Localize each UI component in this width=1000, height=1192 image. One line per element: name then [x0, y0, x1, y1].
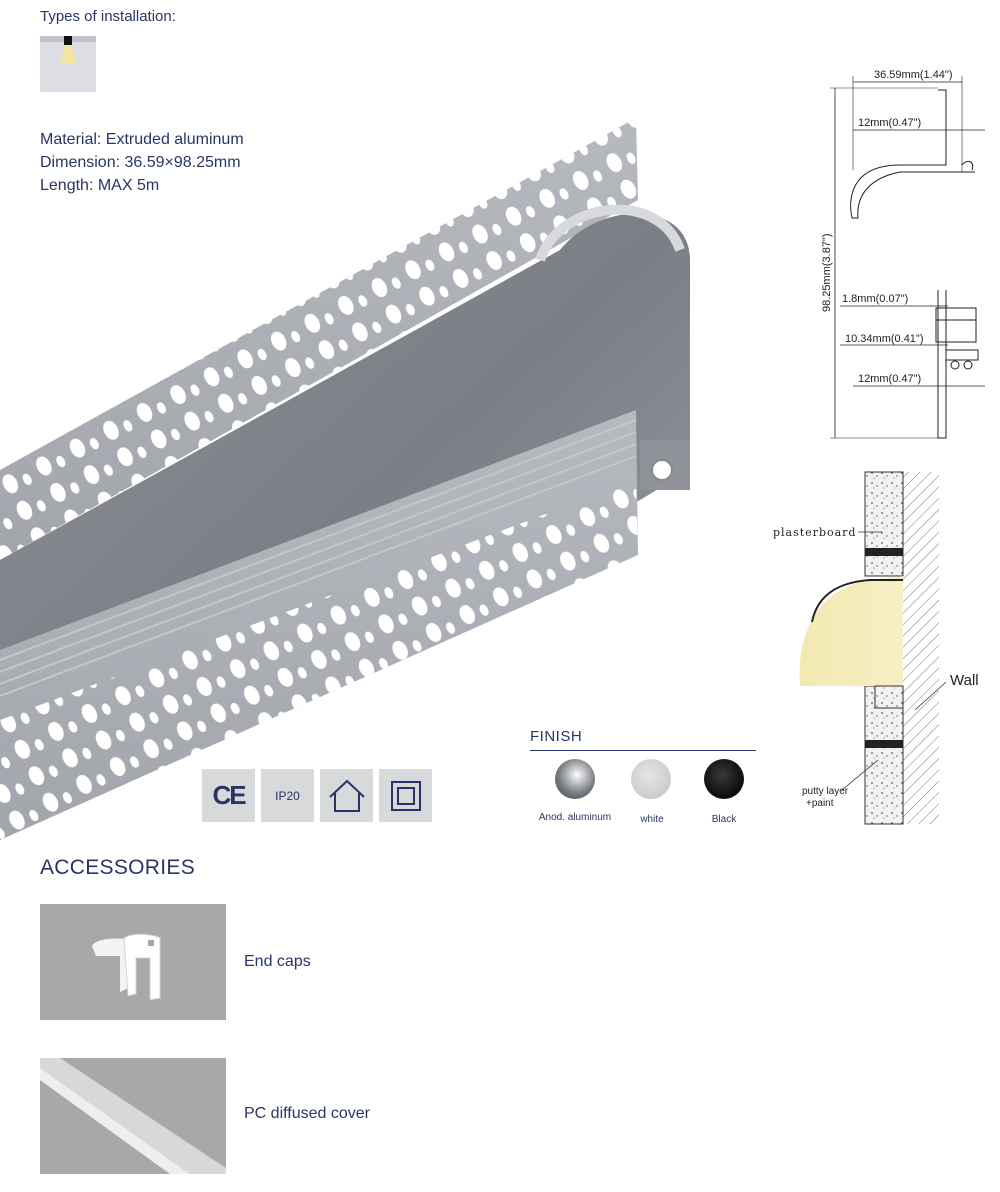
finish-label-anodized: Anod. aluminum — [538, 812, 612, 823]
dim-width-label: 36.59mm(1.44") — [874, 69, 953, 81]
installation-section-drawing: plasterboard Wall putty layer +paint — [773, 471, 979, 825]
finish-swatch-black — [704, 759, 744, 799]
finish-label-black: Black — [711, 814, 737, 825]
material-spec: Material: Extruded aluminum — [40, 131, 244, 148]
accessories-title: ACCESSORIES — [40, 856, 196, 879]
class-ii-square-icon — [379, 769, 432, 822]
ip20-icon: IP20 — [261, 769, 314, 822]
spec-list: Material: Extruded aluminum Dimension: 3… — [40, 128, 244, 197]
dim-bottom-flange-label: 12mm(0.47") — [858, 373, 921, 385]
ce-mark-icon: CE — [202, 769, 255, 822]
indoor-house-icon — [320, 769, 373, 822]
finish-label-white: white — [640, 814, 664, 825]
dimension-drawing: 36.59mm(1.44") 12mm(0.47") 1.8mm(0.07") … — [821, 69, 985, 439]
finish-title: FINISH — [530, 728, 583, 745]
diffused-cover-label: PC diffused cover — [244, 1105, 370, 1122]
length-spec: Length: MAX 5m — [40, 177, 160, 194]
finish-swatch-anodized — [555, 759, 595, 799]
profile-product-image — [0, 118, 690, 840]
dimension-spec: Dimension: 36.59×98.25mm — [40, 154, 241, 171]
installation-type-icon — [40, 36, 96, 92]
certification-row: CE IP20 — [202, 769, 432, 822]
dim-height-label: 98.25mm(3.87") — [821, 234, 833, 313]
dim-top-flange-label: 12mm(0.47") — [858, 117, 921, 129]
putty-label-line2: +paint — [806, 798, 834, 809]
putty-label-line1: putty layer — [802, 786, 849, 797]
end-caps-image — [40, 904, 226, 1020]
installation-title: Types of installation: — [40, 8, 176, 25]
finish-swatch-white — [631, 759, 671, 799]
diffused-cover-image — [40, 1058, 226, 1174]
dim-slot-depth-label: 1.8mm(0.07") — [842, 293, 908, 305]
end-caps-label: End caps — [244, 953, 311, 970]
finish-divider — [530, 750, 756, 751]
wall-label: Wall — [950, 672, 979, 689]
dim-slot-width-label: 10.34mm(0.41") — [845, 333, 924, 345]
plasterboard-label: plasterboard — [773, 526, 856, 539]
